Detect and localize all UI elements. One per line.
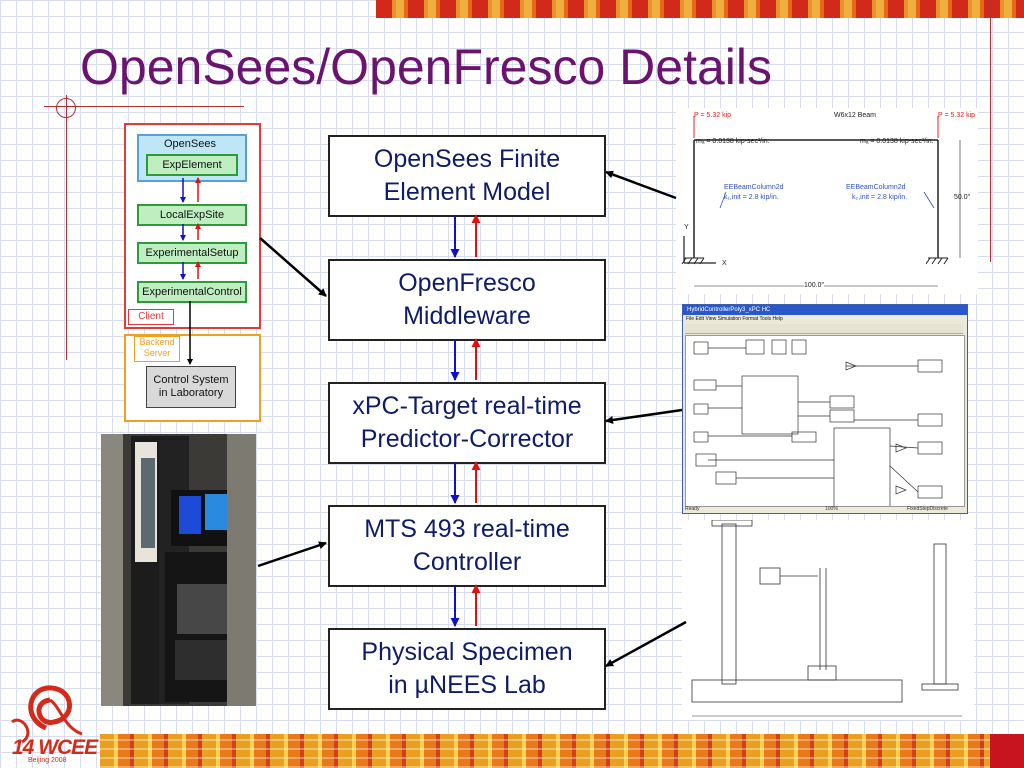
column-left-stiffness: k₁,init = 2.8 kip/in. <box>724 194 779 201</box>
top-color-band <box>376 0 1024 18</box>
logo-subtext: Beijing 2008 <box>28 757 67 764</box>
mass-left-label: mₐ = 0.0138 kip-sec²/in. <box>696 138 770 145</box>
opensees-fem-box: OpenSees Finite Element Model <box>328 135 606 217</box>
column-right-type: EEBeamColumn2d <box>846 184 906 191</box>
opensees-fem-label: OpenSees Finite Element Model <box>374 143 560 209</box>
xpc-target-box: xPC-Target real-time Predictor-Corrector <box>328 382 606 464</box>
right-accent-line <box>990 0 991 262</box>
slide-title: OpenSees/OpenFresco Details <box>80 38 772 96</box>
simulink-window: HybridControllerPoly3_xPC HC File Edit V… <box>682 304 968 514</box>
width-dimension: 100.0" <box>804 282 824 289</box>
bottom-color-band <box>100 734 1024 768</box>
control-system-box: Control System in Laboratory <box>146 366 236 408</box>
backend-server-label: Backend Server <box>139 337 174 358</box>
mts-controller-label: MTS 493 real-time Controller <box>364 513 570 579</box>
axis-x-label: X <box>722 260 727 267</box>
bottom-red-block <box>990 734 1024 768</box>
exp-element-box: ExpElement <box>146 154 238 176</box>
physical-specimen-label: Physical Specimen in µNEES Lab <box>361 636 572 702</box>
xpc-target-label: xPC-Target real-time Predictor-Corrector <box>352 390 581 456</box>
status-ready: Ready <box>685 506 699 512</box>
status-solver: FixedStepDiscrete <box>907 506 948 512</box>
specimen-elevation-drawing <box>682 520 974 720</box>
simulink-menu: File Edit View Simulation Format Tools H… <box>686 316 783 322</box>
mass-right-label: mₐ = 0.0138 kip-sec²/in. <box>860 138 934 145</box>
mts-controller-box: MTS 493 real-time Controller <box>328 505 606 587</box>
experimental-control-box: ExperimentalControl <box>137 281 247 303</box>
physical-specimen-box: Physical Specimen in µNEES Lab <box>328 628 606 710</box>
simulink-status-bar: Ready 100% FixedStepDiscrete <box>685 506 963 512</box>
simulink-canvas <box>685 335 965 507</box>
height-dimension: 50.0" <box>954 194 970 201</box>
elevation-svg <box>682 520 974 720</box>
simulink-model-svg <box>686 336 964 506</box>
column-right-stiffness: k₂,init = 2.8 kip/in. <box>852 194 907 201</box>
opensees-label: OpenSees <box>137 138 243 150</box>
accent-circle <box>56 98 76 118</box>
beam-label: W6x12 Beam <box>834 112 876 119</box>
lab-equipment-photo <box>101 434 256 706</box>
experimental-setup-box: ExperimentalSetup <box>137 242 247 264</box>
simulink-toolbar <box>685 324 963 334</box>
simulink-title-bar: HybridControllerPoly3_xPC HC <box>683 305 967 315</box>
backend-server-tag: Backend Server <box>134 336 180 362</box>
load-right-label: P = 5.32 kip <box>938 112 975 119</box>
left-accent-line <box>66 95 67 360</box>
axis-y-label: Y <box>684 224 689 231</box>
status-zoom: 100% <box>825 506 838 512</box>
openfresco-box: OpenFresco Middleware <box>328 259 606 341</box>
control-system-label: Control System in Laboratory <box>153 374 228 400</box>
load-left-label: P = 5.32 kip <box>694 112 731 119</box>
local-exp-site-box: LocalExpSite <box>137 204 247 226</box>
wcee-logo: 14 WCEE Beijing 2008 <box>2 678 100 766</box>
openfresco-label: OpenFresco Middleware <box>398 267 536 333</box>
column-left-type: EEBeamColumn2d <box>724 184 784 191</box>
photo-svg <box>101 434 256 706</box>
client-tag: Client <box>128 309 174 325</box>
frame-model-drawing: P = 5.32 kip P = 5.32 kip W6x12 Beam mₐ … <box>676 108 978 294</box>
